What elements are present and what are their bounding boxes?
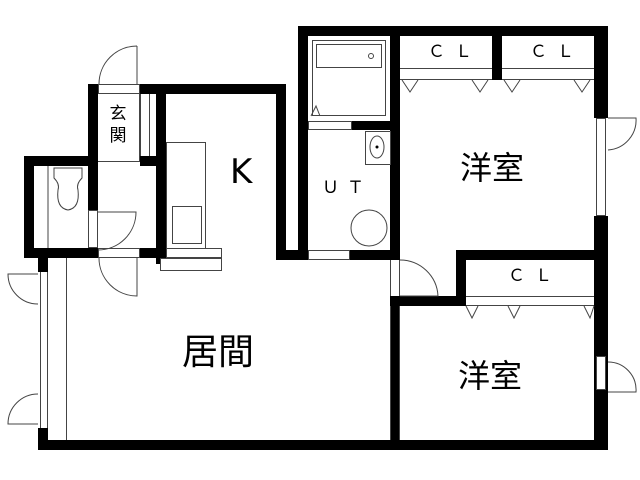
shoe-cabinet — [140, 94, 150, 156]
closet-hanger-icon — [465, 305, 595, 320]
bathtub-rim — [316, 44, 382, 68]
wall — [594, 26, 608, 118]
closet-label: ＣＬ — [530, 42, 584, 62]
wall — [140, 248, 166, 258]
entrance-floor — [98, 94, 140, 162]
room-label-western-lower: 洋室 — [458, 357, 523, 395]
door-frame — [98, 248, 140, 258]
wall — [390, 296, 470, 306]
closet-front — [400, 68, 492, 80]
entrance-step — [98, 84, 140, 94]
wall — [38, 428, 48, 450]
wall — [456, 250, 608, 260]
wall — [38, 256, 48, 272]
balcony-door-swing-icon — [7, 393, 39, 425]
window — [596, 356, 606, 390]
bedroom-door-swing-icon — [399, 259, 439, 297]
wall — [24, 248, 98, 258]
closet-front — [466, 296, 594, 306]
wall — [88, 84, 98, 254]
room-label-living: 居間 — [182, 332, 255, 373]
window — [40, 272, 48, 428]
toilet-door-swing-icon — [97, 211, 137, 251]
closet-front — [502, 68, 594, 80]
wall — [298, 26, 608, 36]
kitchen-step — [166, 248, 222, 258]
wall — [492, 26, 502, 80]
wall — [352, 121, 396, 130]
balcony-door-swing-icon — [7, 273, 39, 305]
wall — [24, 156, 34, 258]
wall — [24, 156, 98, 166]
wall — [594, 390, 608, 446]
door-frame — [390, 306, 400, 440]
wall — [594, 296, 608, 356]
room-label-utility: ＵＴ — [322, 178, 372, 198]
wall — [350, 250, 400, 260]
wall — [38, 440, 608, 450]
sink — [172, 206, 202, 244]
wall — [390, 26, 400, 260]
wall — [276, 86, 286, 260]
exterior-door-swing-icon — [607, 117, 637, 151]
closet-label: ＣＬ — [508, 266, 562, 286]
living-door-swing-icon — [98, 257, 138, 297]
wall — [156, 84, 166, 264]
window — [596, 118, 606, 216]
door-frame — [390, 260, 400, 296]
closet-hanger-icon — [401, 79, 591, 93]
wall — [140, 84, 286, 94]
washing-machine-icon — [350, 209, 388, 247]
wall — [140, 156, 166, 166]
door-frame — [88, 210, 98, 248]
washbasin — [365, 131, 391, 165]
balcony-line — [66, 258, 67, 440]
toilet-icon — [53, 167, 83, 211]
wall — [298, 26, 308, 260]
room-label-entrance: 玄関 — [109, 104, 127, 146]
exterior-door-swing-icon — [607, 361, 637, 393]
room-label-western-upper: 洋室 — [460, 149, 525, 187]
room-label-kitchen: K — [230, 152, 253, 192]
entrance-door-swing-icon — [98, 45, 138, 85]
wall — [276, 250, 308, 260]
wall — [456, 250, 466, 306]
door-frame — [308, 250, 350, 260]
door-frame — [308, 121, 352, 130]
wall — [390, 296, 400, 450]
kitchen-step — [160, 258, 222, 271]
closet-label: ＣＬ — [428, 42, 482, 62]
